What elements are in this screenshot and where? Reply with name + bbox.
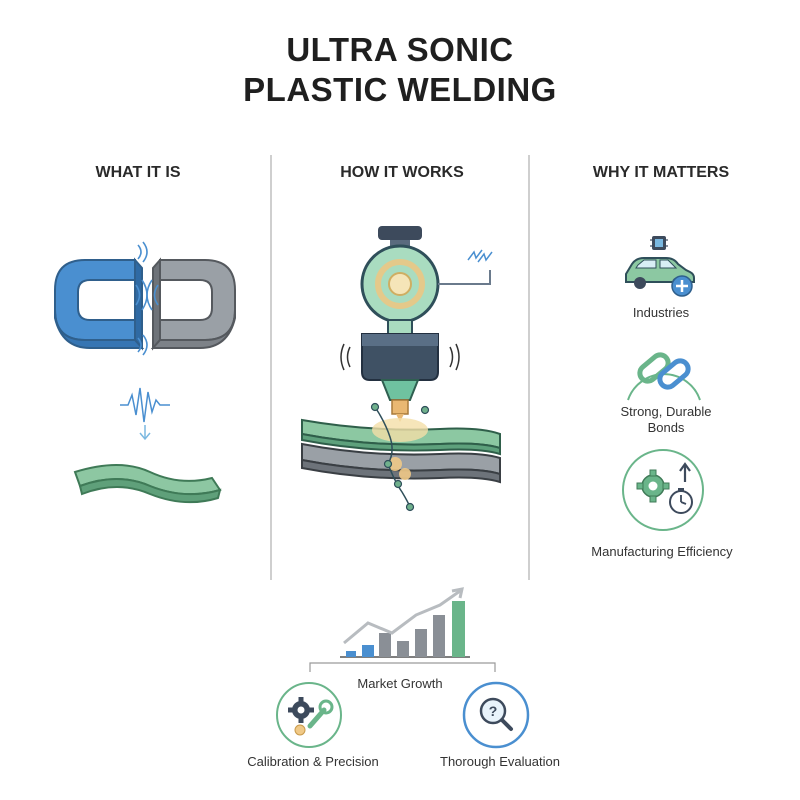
- label-market-growth: Market Growth: [357, 676, 443, 691]
- label-manufacturing-efficiency: Manufacturing Efficiency: [591, 544, 733, 559]
- label-strong-durable-bonds: Strong, Durable Bonds: [620, 404, 712, 435]
- arrow-down-icon: [139, 425, 151, 441]
- welding-machine-illustration: [301, 226, 501, 512]
- label-thorough-evaluation: Thorough Evaluation: [440, 754, 560, 769]
- sound-wave-icon: [120, 387, 170, 423]
- page-title: ULTRA SONIC PLASTIC WELDING: [0, 30, 800, 110]
- label-industries: Industries: [632, 305, 690, 320]
- gear-stopwatch-icon: [622, 449, 704, 531]
- svg-text:?: ?: [489, 703, 498, 719]
- gray-plastic-part-icon: [150, 257, 236, 351]
- title-line-2: PLASTIC WELDING: [243, 71, 557, 108]
- heading-how-it-works: HOW IT WORKS: [340, 164, 464, 181]
- market-growth-icon: [309, 587, 496, 672]
- vibration-waves-icon: [135, 241, 159, 356]
- chain-link-icon: [627, 352, 701, 401]
- heading-why-it-matters: WHY IT MATTERS: [592, 164, 730, 181]
- evaluation-icon: ?: [462, 681, 530, 749]
- electric-spark-icon: [467, 249, 483, 261]
- label-calibration-precision: Calibration & Precision: [247, 754, 379, 769]
- heat-zone-icon: [372, 418, 428, 442]
- divider-right: [528, 155, 530, 580]
- plastic-parts-illustration: [54, 241, 236, 504]
- calibration-icon: [276, 682, 342, 748]
- divider-left: [270, 155, 272, 580]
- car-chip-icon: [625, 236, 695, 297]
- title-line-1: ULTRA SONIC: [286, 31, 514, 68]
- power-cable-icon: [438, 270, 491, 285]
- heading-what-it-is: WHAT IT IS: [95, 164, 181, 181]
- welded-ribbon-icon: [73, 464, 222, 504]
- blue-plastic-part-icon: [54, 257, 145, 351]
